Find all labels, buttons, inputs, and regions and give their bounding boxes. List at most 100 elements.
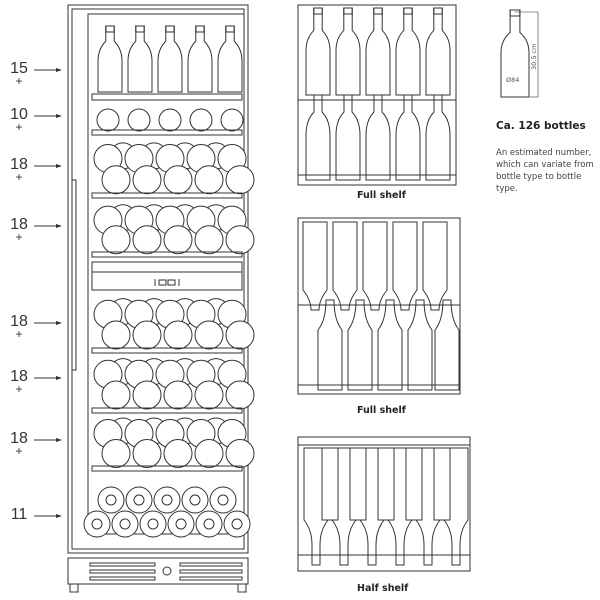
arrowhead-icon <box>56 321 62 325</box>
shelf-capacity-label: 18+ <box>4 156 34 184</box>
bottle-spec-icon-cap <box>509 9 521 17</box>
shelf-6-bottle <box>101 380 131 410</box>
full-shelf-view-2 <box>297 217 461 395</box>
capacity-count: 18 <box>10 216 28 233</box>
vent <box>179 569 243 574</box>
shelf <box>91 129 243 136</box>
shelf <box>91 347 243 354</box>
base <box>67 557 249 585</box>
bottle-bottom-row <box>317 299 343 391</box>
bottle-standing-cap <box>195 25 205 33</box>
divider <box>91 261 243 273</box>
bottle-ring <box>105 494 117 506</box>
bottle-back <box>365 7 391 96</box>
bottle-back-cap <box>433 7 443 15</box>
lock-icon <box>162 566 172 576</box>
shelf-capacity-label: 18+ <box>4 216 34 244</box>
vent <box>89 569 156 574</box>
bottle-top <box>362 221 388 311</box>
bottle-standing <box>217 25 243 93</box>
bottle-front <box>395 94 421 181</box>
arrowhead-icon <box>56 114 62 118</box>
bottle-half-back <box>405 447 423 521</box>
bottle-standing <box>97 25 123 93</box>
bottle-back-cap <box>313 7 323 15</box>
bottle-top <box>302 221 328 311</box>
caption-half-shelf: Half shelf <box>357 583 409 594</box>
arrowhead-icon <box>56 164 62 168</box>
shelf-5-bottle <box>163 320 193 350</box>
cabinet-outline <box>67 4 249 554</box>
foot <box>237 583 247 593</box>
door-handle <box>71 179 77 371</box>
shelf-7-bottle <box>225 439 255 468</box>
bottle-half-back <box>321 447 339 521</box>
shelf-4-bottle <box>194 225 224 255</box>
shelf-3-bottle <box>163 165 193 195</box>
capacity-description: An estimated number, which can variate f… <box>496 148 594 194</box>
arrowhead-icon <box>56 224 62 228</box>
bottle-standing-cap <box>165 25 175 33</box>
arrowhead-icon <box>56 376 62 380</box>
bottle-bottom <box>127 108 151 132</box>
bottle-half-back <box>349 447 367 521</box>
shelf-5-bottle <box>194 320 224 350</box>
vent <box>89 576 156 581</box>
shelf-capacity-label: 18+ <box>4 369 34 396</box>
bottle-bottom-row <box>434 299 460 391</box>
shelf-3-bottle <box>132 165 162 195</box>
bottle-front <box>365 94 391 181</box>
capacity-count: 11 <box>10 506 28 523</box>
bottle-bottom-row <box>347 299 373 391</box>
arrowhead-icon <box>56 514 62 518</box>
capacity-count: 18 <box>10 313 28 330</box>
bottle-standing-cap <box>225 25 235 33</box>
shelf-4-bottle <box>132 225 162 255</box>
capacity-plus: + <box>15 444 23 458</box>
bottle-standing <box>187 25 213 93</box>
bottle-bottom <box>220 108 244 132</box>
shelf-7-bottle <box>132 439 162 468</box>
shelf-capacity-label: 11 <box>4 506 34 523</box>
shelf-6-bottle <box>225 380 255 410</box>
shelf-capacity-label: 18+ <box>4 313 34 341</box>
shelf-capacity-label: 10+ <box>4 107 34 134</box>
vent <box>179 576 243 581</box>
bottle-bottom-row <box>407 299 433 391</box>
bottle-half-back <box>377 447 395 521</box>
vent <box>89 562 156 567</box>
shelf-3-bottle <box>225 165 255 195</box>
control-panel <box>91 271 243 291</box>
caption-full-shelf-1: Full shelf <box>357 190 406 201</box>
bottle-top <box>422 221 448 311</box>
bottle-ring <box>217 494 229 506</box>
bottle-back-cap <box>403 7 413 15</box>
shelf <box>91 192 243 199</box>
bottle-standing <box>127 25 153 93</box>
display-icon <box>158 279 167 286</box>
bottle-ring <box>91 518 103 530</box>
vent <box>179 562 243 567</box>
shelf-5-bottle <box>132 320 162 350</box>
shelf-6-bottle <box>163 380 193 410</box>
shelf-4-bottle <box>225 225 255 255</box>
shelf-capacity-label: 18+ <box>4 431 34 458</box>
bottle-ring <box>161 494 173 506</box>
arrowhead-icon <box>56 438 62 442</box>
capacity-plus: + <box>15 120 23 134</box>
bottle-height-label: 30,5 cm <box>530 43 538 70</box>
shelf-4-bottle <box>101 225 131 255</box>
display-icon <box>167 279 176 286</box>
capacity-plus: + <box>15 230 23 244</box>
bottle-spec-icon <box>500 9 530 98</box>
capacity-plus: + <box>15 74 23 88</box>
bottle-ring <box>203 518 215 530</box>
bottle-back <box>305 7 331 96</box>
shelf <box>91 251 243 258</box>
bottle-ring <box>133 494 145 506</box>
bottle-bottom <box>158 108 182 132</box>
shelf-7-bottle <box>163 439 193 468</box>
bottle-ring <box>189 494 201 506</box>
bottle-back <box>395 7 421 96</box>
capacity-count: 18 <box>10 156 28 173</box>
